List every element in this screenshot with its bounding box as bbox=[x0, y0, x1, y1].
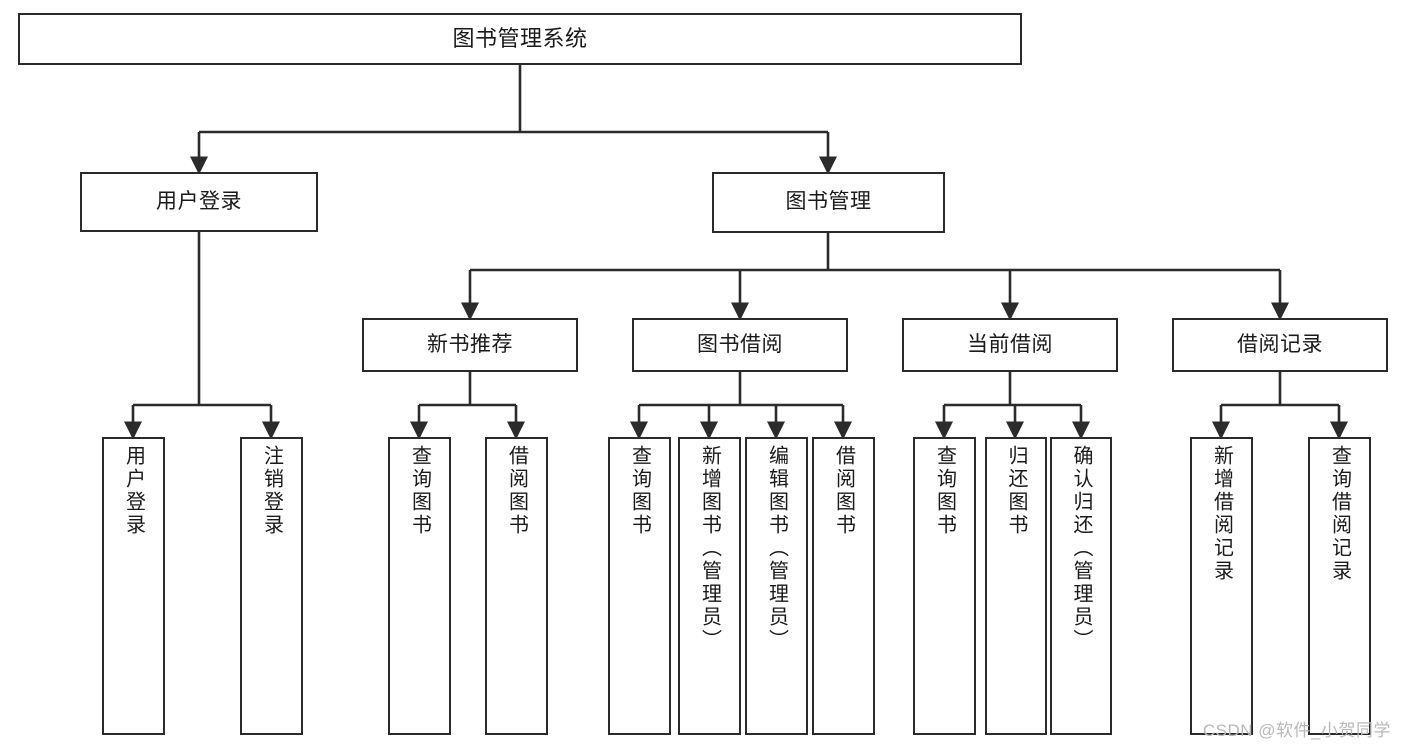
node-leaf-10[interactable]: 确认归还（管理员） bbox=[1050, 437, 1112, 735]
node-root[interactable]: 图书管理系统 bbox=[18, 13, 1022, 65]
node-leaf-9[interactable]: 归还图书 bbox=[985, 437, 1047, 735]
node-level2-0[interactable]: 新书推荐 bbox=[362, 318, 578, 372]
node-root-label: 图书管理系统 bbox=[452, 26, 588, 52]
node-leaf-5[interactable]: 新增图书（管理员） bbox=[678, 437, 741, 735]
node-leaf-6-label: 编辑图书（管理员） bbox=[765, 445, 788, 652]
node-leaf-11-label: 新增借阅记录 bbox=[1210, 445, 1233, 583]
node-leaf-4-label: 查询图书 bbox=[628, 445, 651, 537]
node-leaf-7-label: 借阅图书 bbox=[832, 445, 855, 537]
node-leaf-5-label: 新增图书（管理员） bbox=[698, 445, 721, 652]
node-leaf-0[interactable]: 用户登录 bbox=[102, 437, 165, 735]
node-level1-1[interactable]: 图书管理 bbox=[712, 172, 945, 233]
node-leaf-10-label: 确认归还（管理员） bbox=[1070, 445, 1092, 652]
node-level1-0[interactable]: 用户登录 bbox=[80, 172, 318, 232]
node-leaf-6[interactable]: 编辑图书（管理员） bbox=[745, 437, 808, 735]
node-level1-1-label: 图书管理 bbox=[785, 190, 872, 214]
node-leaf-1-label: 注销登录 bbox=[260, 445, 283, 537]
node-leaf-0-label: 用户登录 bbox=[122, 445, 145, 537]
node-level2-2[interactable]: 当前借阅 bbox=[902, 318, 1118, 372]
node-leaf-8[interactable]: 查询图书 bbox=[913, 437, 976, 735]
node-level2-3[interactable]: 借阅记录 bbox=[1172, 318, 1388, 372]
node-leaf-1[interactable]: 注销登录 bbox=[240, 437, 303, 735]
node-leaf-12-label: 查询借阅记录 bbox=[1328, 445, 1351, 583]
node-level1-0-label: 用户登录 bbox=[156, 189, 242, 213]
node-level2-1-label: 图书借阅 bbox=[697, 332, 783, 356]
node-leaf-3[interactable]: 借阅图书 bbox=[485, 437, 548, 735]
node-leaf-2[interactable]: 查询图书 bbox=[388, 437, 451, 735]
node-leaf-3-label: 借阅图书 bbox=[505, 445, 528, 537]
node-leaf-12[interactable]: 查询借阅记录 bbox=[1308, 437, 1371, 735]
node-level2-0-label: 新书推荐 bbox=[427, 332, 513, 356]
node-leaf-8-label: 查询图书 bbox=[933, 445, 956, 537]
node-leaf-7[interactable]: 借阅图书 bbox=[812, 437, 875, 735]
node-level2-3-label: 借阅记录 bbox=[1237, 332, 1323, 356]
node-level2-1[interactable]: 图书借阅 bbox=[632, 318, 848, 372]
node-leaf-11[interactable]: 新增借阅记录 bbox=[1190, 437, 1253, 735]
node-leaf-2-label: 查询图书 bbox=[408, 445, 431, 537]
node-leaf-4[interactable]: 查询图书 bbox=[608, 437, 671, 735]
node-leaf-9-label: 归还图书 bbox=[1005, 445, 1027, 537]
node-level2-2-label: 当前借阅 bbox=[967, 332, 1053, 356]
watermark: CSDN @软件_小贺同学 bbox=[1202, 721, 1391, 740]
